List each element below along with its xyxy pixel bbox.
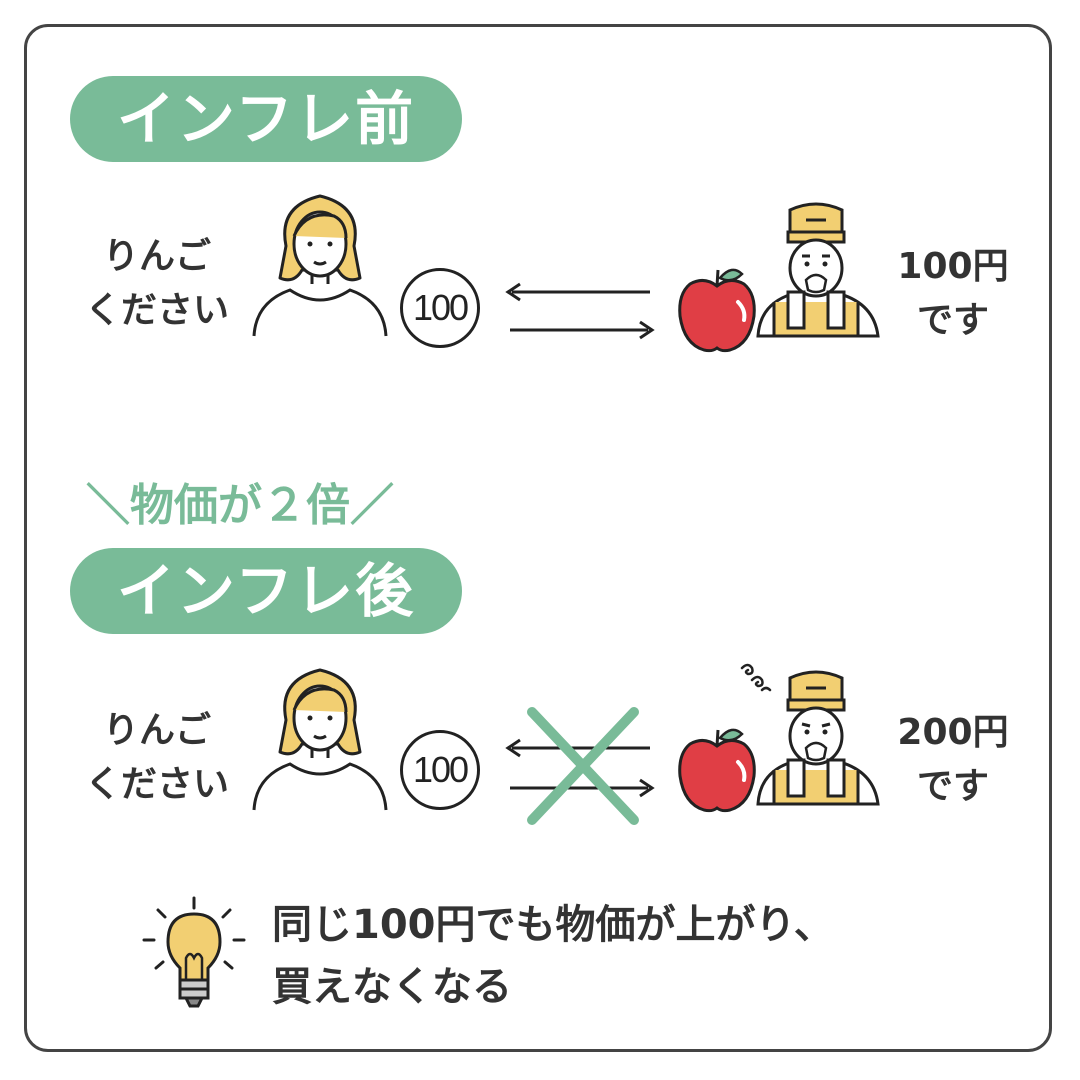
apple-icon (678, 268, 756, 353)
customer-line1: りんご (102, 710, 211, 751)
after-title-badge: インフレ後 (70, 548, 462, 634)
seller-price: 100円 (897, 246, 1009, 287)
tip-message: 同じ100円でも物価が上がり、 買えなくなる (272, 894, 1032, 1018)
seller-speech-after: 200円 です (878, 706, 1028, 814)
cross-mark-icon (527, 707, 639, 825)
before-title-badge: インフレ前 (70, 76, 462, 162)
customer-speech-after: りんご ください (62, 704, 252, 812)
card-frame (24, 24, 1052, 1052)
tip-line2: 買えなくなる (272, 964, 512, 1010)
customer-line2: ください (84, 290, 229, 331)
exchange-arrows-before (505, 282, 655, 340)
customer-speech-before: りんご ください (62, 230, 252, 338)
shopkeeper-icon (756, 202, 880, 338)
confused-swirl-icon (740, 663, 772, 692)
exchange-arrows-after (505, 738, 655, 798)
coin-100-after: 100 (400, 730, 480, 810)
tip-line1: 同じ100円でも物価が上がり、 (272, 902, 834, 948)
seller-line2: です (916, 766, 989, 807)
seller-speech-before: 100円 です (878, 240, 1028, 348)
customer-line2: ください (84, 764, 229, 805)
apple-icon (678, 728, 756, 813)
lightbulb-icon (142, 896, 246, 1008)
woman-customer-icon (252, 194, 388, 337)
coin-100-before: 100 (400, 268, 480, 348)
shopkeeper-icon (756, 670, 880, 806)
price-double-label: ＼物価が２倍／ (86, 480, 394, 531)
seller-price: 200円 (897, 712, 1009, 753)
customer-line1: りんご (102, 236, 211, 277)
woman-customer-icon (252, 668, 388, 811)
seller-line2: です (916, 300, 989, 341)
